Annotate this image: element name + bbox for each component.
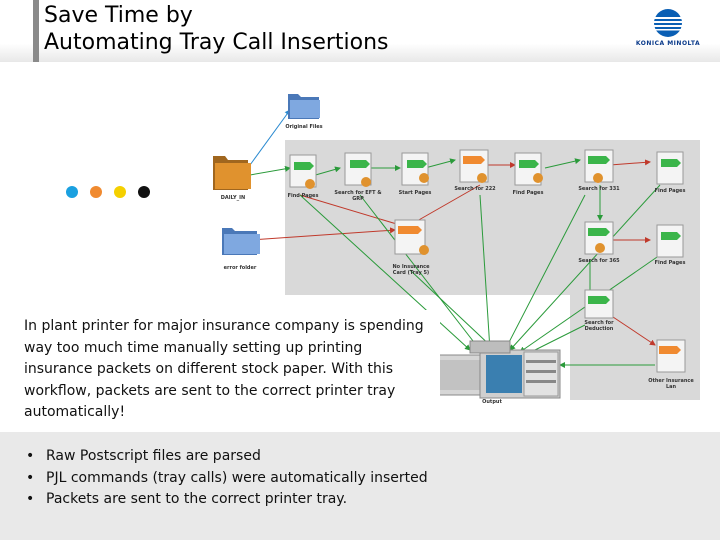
search-331-node-icon bbox=[584, 149, 614, 183]
label-daily-in: DAILY_IN bbox=[220, 195, 246, 201]
label-output: Output bbox=[482, 399, 502, 405]
label-search-eft-grp: Search for EFT & GRP bbox=[334, 190, 382, 202]
title-line-1: Save Time by bbox=[44, 3, 193, 28]
label-find-pages-3: Find Pages bbox=[654, 188, 686, 194]
bullet-item: PJL commands (tray calls) were automatic… bbox=[24, 468, 428, 490]
color-dots bbox=[66, 186, 150, 198]
find-pages-3-node-icon bbox=[656, 151, 684, 185]
label-no-insurance: No Insurance Card (Tray 5) bbox=[392, 264, 430, 276]
description-box bbox=[0, 310, 440, 430]
description-text: In plant printer for major insurance com… bbox=[24, 318, 424, 421]
daily-in-folder-icon bbox=[213, 156, 251, 190]
cyan-dot bbox=[66, 186, 78, 198]
original-files-folder-icon bbox=[288, 94, 320, 119]
title-bar bbox=[0, 0, 720, 62]
search-deduction-node-icon bbox=[584, 289, 614, 319]
bullet-item: Packets are sent to the correct printer … bbox=[24, 489, 428, 511]
label-search-365: Search for 365 bbox=[578, 258, 620, 264]
label-search-331: Search for 331 bbox=[578, 186, 620, 192]
label-search-222: Search for 222 bbox=[454, 186, 496, 192]
black-dot bbox=[138, 186, 150, 198]
label-find-pages-4: Find Pages bbox=[654, 260, 686, 266]
workflow-diagram bbox=[213, 94, 686, 399]
no-insurance-node-icon bbox=[394, 219, 429, 255]
title-accent bbox=[33, 0, 39, 62]
printer-icon bbox=[427, 340, 561, 399]
bullet-item: Raw Postscript files are parsed bbox=[24, 446, 428, 468]
globe-icon bbox=[654, 9, 682, 37]
label-find-pages-2: Find Pages bbox=[512, 190, 544, 196]
konica-minolta-logo: KONICA MINOLTA bbox=[632, 8, 704, 47]
label-start-pages: Start Pages bbox=[398, 190, 432, 196]
label-original-files: Original Files bbox=[285, 124, 323, 130]
label-search-deduction: Search for Deduction bbox=[584, 320, 614, 332]
find-pages-2-node-icon bbox=[514, 152, 543, 186]
logo-text: KONICA MINOLTA bbox=[635, 40, 701, 47]
search-222-node-icon bbox=[459, 149, 489, 183]
label-find-pages-1: Find Pages bbox=[287, 193, 319, 199]
label-error-folder: error folder bbox=[223, 265, 257, 271]
other-insurance-node-icon bbox=[656, 339, 686, 373]
error-folder-icon bbox=[222, 228, 260, 255]
title-line-2: Automating Tray Call Insertions bbox=[44, 30, 389, 55]
slide-title: Save Time by Automating Tray Call Insert… bbox=[44, 2, 389, 56]
search-365-node-icon bbox=[584, 221, 614, 255]
start-pages-node-icon bbox=[401, 152, 429, 186]
bullet-list: Raw Postscript files are parsed PJL comm… bbox=[24, 446, 428, 511]
find-pages-4-node-icon bbox=[656, 224, 684, 258]
yellow-dot bbox=[114, 186, 126, 198]
orange-dot bbox=[90, 186, 102, 198]
find-pages-1-node-icon bbox=[289, 154, 317, 189]
label-other-insurance: Other Insurance Lan bbox=[648, 378, 694, 390]
search-eft-grp-node-icon bbox=[344, 152, 372, 187]
